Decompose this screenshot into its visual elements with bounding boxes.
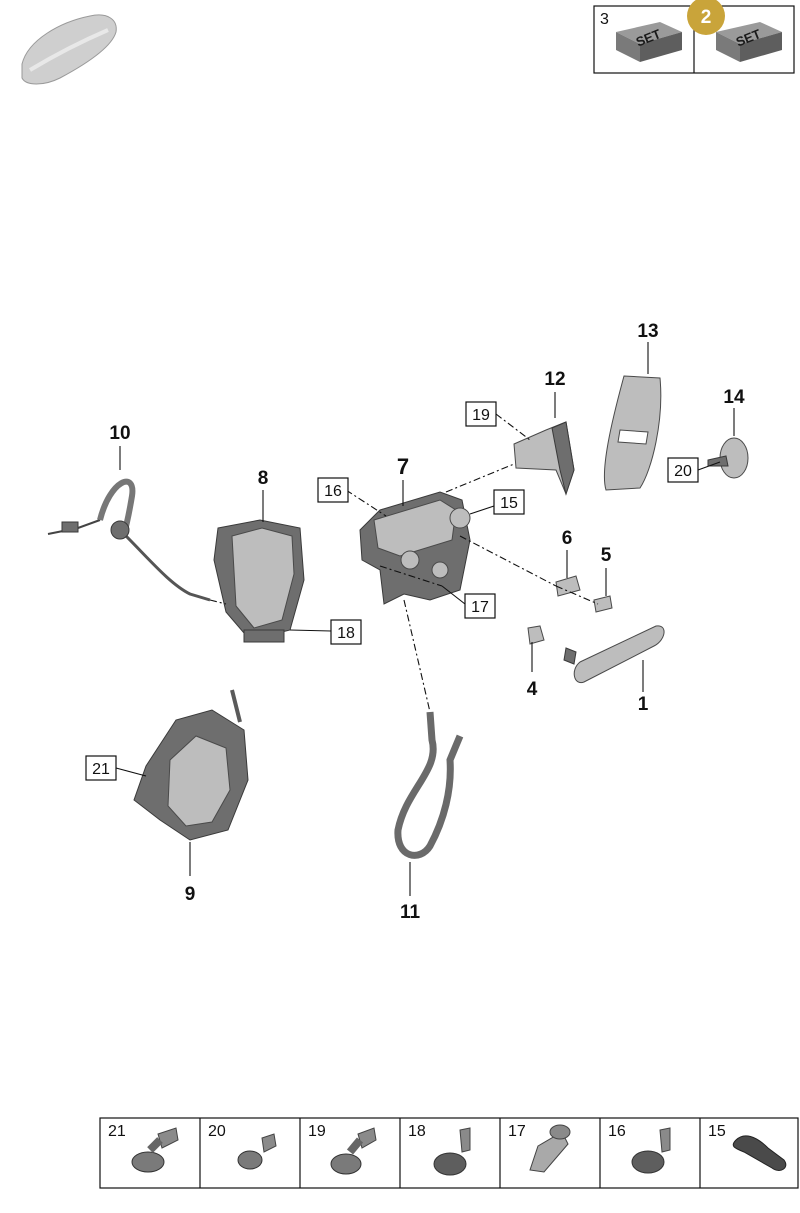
fastener-label: 18 (408, 1123, 426, 1140)
callout-9: 9 (185, 884, 196, 905)
set-box: 3 SET SET 2 (593, 0, 795, 74)
fastener-table: 21 20 19 18 17 16 15 (99, 1117, 799, 1189)
fastener-label: 16 (608, 1123, 626, 1140)
callout-13: 13 (637, 321, 658, 342)
fastener-label: 20 (208, 1123, 226, 1140)
callout-8: 8 (258, 468, 269, 489)
svg-text:20: 20 (674, 463, 692, 480)
part-1-outer-handle (563, 625, 665, 684)
screw-short-icon (237, 1133, 277, 1170)
callout-labels: 1 4 5 6 7 8 9 10 11 12 13 14 (109, 321, 745, 923)
part-4-seal (527, 625, 545, 645)
screw-flange-icon (131, 1127, 179, 1173)
part-8-lock-module (213, 519, 305, 643)
screw-flange-icon (330, 1127, 377, 1175)
svg-text:18: 18 (337, 625, 355, 642)
boxed-callout-20: 20 (667, 457, 699, 483)
boxed-callouts: 15 16 17 18 19 20 21 (85, 401, 699, 781)
boxed-callout-15: 15 (493, 489, 525, 515)
fastener-label: 19 (308, 1123, 326, 1140)
callout-1: 1 (638, 694, 649, 715)
svg-text:16: 16 (324, 483, 342, 500)
set-box-left-number: 3 (600, 11, 609, 28)
fastener-label: 21 (108, 1123, 126, 1140)
boxed-callout-17: 17 (464, 593, 496, 619)
car-silhouette-icon (21, 14, 117, 85)
boxed-callout-16: 16 (317, 477, 349, 503)
callout-6: 6 (562, 528, 573, 549)
fastener-label: 15 (708, 1123, 726, 1140)
part-12-bracket (513, 421, 575, 496)
boxed-callout-18: 18 (330, 619, 362, 645)
part-6-seal (555, 575, 581, 597)
plug-icon (732, 1135, 787, 1171)
svg-text:21: 21 (92, 761, 110, 778)
set-block-icon-right: SET (716, 22, 782, 62)
svg-text:17: 17 (471, 599, 489, 616)
part-7-lock-assembly (359, 491, 471, 605)
callout-4: 4 (527, 679, 538, 700)
quantity-badge: 2 (687, 0, 725, 35)
callout-14: 14 (723, 387, 745, 408)
set-block-icon-left: SET (616, 22, 682, 62)
quantity-badge-text: 2 (701, 7, 712, 28)
leader-lines (115, 342, 735, 896)
part-13-door-trim (603, 375, 662, 491)
screw-washer-icon (433, 1127, 471, 1176)
part-11-cable (394, 711, 464, 859)
svg-text:19: 19 (472, 407, 490, 424)
part-9-handle-housing (133, 689, 249, 841)
screw-washer-icon (631, 1127, 671, 1174)
callout-12: 12 (544, 369, 565, 390)
part-5-seal (593, 595, 613, 613)
part-10-cable (47, 478, 211, 602)
sleeve-icon (529, 1124, 571, 1173)
callout-11: 11 (400, 902, 421, 923)
boxed-callout-19: 19 (465, 401, 497, 427)
boxed-callout-21: 21 (85, 755, 117, 781)
callout-7: 7 (397, 454, 409, 479)
fastener-label: 17 (508, 1123, 526, 1140)
svg-text:15: 15 (500, 495, 518, 512)
part-14-knob (707, 437, 749, 479)
callout-10: 10 (109, 423, 130, 444)
callout-5: 5 (601, 545, 612, 566)
